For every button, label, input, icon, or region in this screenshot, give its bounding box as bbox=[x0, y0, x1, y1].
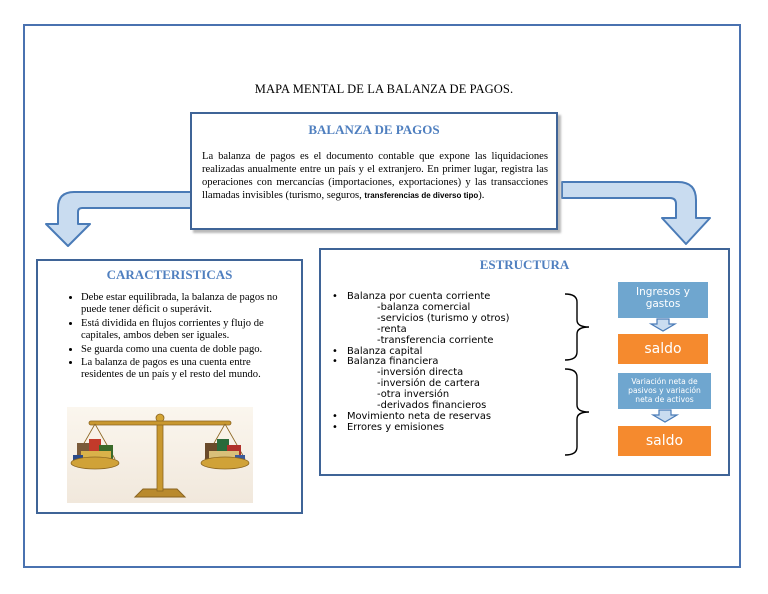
brace-financiera bbox=[564, 368, 590, 456]
saldo-tile-1: saldo bbox=[618, 334, 708, 364]
balance-scale-illustration bbox=[67, 407, 253, 503]
main-description: La balanza de pagos es el documento cont… bbox=[202, 150, 548, 202]
main-description-small: transferencias de diverso tipo bbox=[364, 191, 479, 200]
main-box-title: BALANZA DE PAGOS bbox=[308, 122, 440, 137]
left-curved-arrow bbox=[45, 191, 193, 247]
list-item: La balanza de pagos es una cuenta entre … bbox=[81, 357, 291, 382]
list-item: -derivados financieros bbox=[377, 400, 487, 412]
list-item: Se guarda como una cuenta de doble pago. bbox=[81, 344, 291, 356]
down-arrow-icon bbox=[648, 318, 678, 332]
list-item: Balanza financiera bbox=[332, 357, 509, 369]
list-item: Movimiento neta de reservas bbox=[332, 411, 509, 423]
estructura-list: Balanza por cuenta corriente-balanza com… bbox=[332, 291, 510, 434]
outer-frame bbox=[23, 24, 741, 568]
estructura-box: ESTRUCTURA Balanza por cuenta corriente-… bbox=[319, 248, 730, 476]
right-curved-arrow bbox=[561, 181, 711, 245]
list-item: -inversión de cartera bbox=[377, 378, 480, 390]
list-item: -balanza comercial bbox=[377, 301, 471, 313]
list-item: Balanza capital bbox=[332, 346, 509, 358]
list-item: -inversión directa bbox=[377, 367, 464, 379]
list-item: Balanza por cuenta corriente bbox=[332, 291, 509, 303]
main-description-end: ). bbox=[478, 190, 485, 201]
ingresos-gastos-tile: Ingresos y gastos bbox=[618, 282, 708, 318]
saldo-tile-2: saldo bbox=[618, 426, 711, 456]
list-item: -servicios (turismo y otros) bbox=[377, 312, 510, 324]
list-item: -renta bbox=[377, 323, 407, 335]
down-arrow-icon bbox=[650, 409, 680, 423]
list-item: Está dividida en flujos corrientes y flu… bbox=[81, 318, 291, 343]
caracteristicas-title: CARACTERISTICAS bbox=[106, 267, 233, 282]
list-item: -transferencia corriente bbox=[377, 334, 494, 346]
variacion-neta-tile: Variación neta de pasivos y variación ne… bbox=[618, 373, 711, 409]
main-description-text: La balanza de pagos es el documento cont… bbox=[202, 151, 548, 201]
list-item: Errores y emisiones bbox=[332, 422, 509, 434]
caracteristicas-list: Debe estar equilibrada, la balanza de pa… bbox=[63, 292, 291, 382]
list-item: Debe estar equilibrada, la balanza de pa… bbox=[81, 292, 291, 317]
balanza-de-pagos-box: BALANZA DE PAGOS La balanza de pagos es … bbox=[190, 112, 558, 230]
page-title: MAPA MENTAL DE LA BALANZA DE PAGOS. bbox=[254, 82, 514, 96]
estructura-title: ESTRUCTURA bbox=[479, 257, 570, 272]
brace-corriente bbox=[564, 293, 590, 361]
list-item: -otra inversión bbox=[377, 389, 450, 401]
